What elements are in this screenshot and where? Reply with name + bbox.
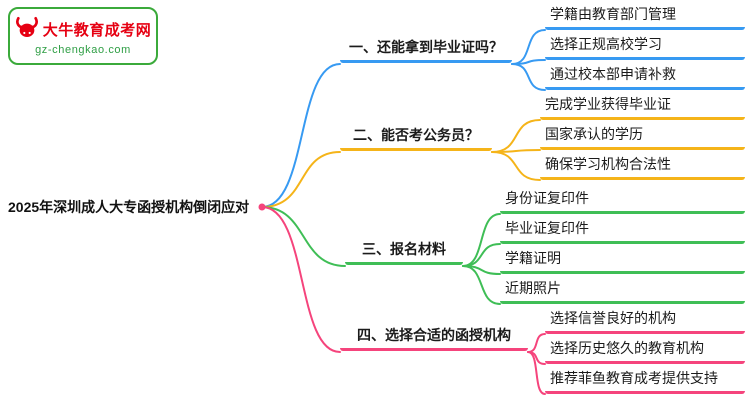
- child-node: 身份证复印件: [500, 189, 745, 214]
- logo-url: gz-chengkao.com: [35, 44, 131, 56]
- logo-bull-icon: [15, 16, 39, 43]
- child-node: 学籍由教育部门管理: [545, 5, 745, 30]
- child-node: 选择正规高校学习: [545, 35, 745, 60]
- child-node: 完成学业获得毕业证: [540, 95, 745, 120]
- child-node: 选择历史悠久的教育机构: [545, 339, 745, 364]
- branch-node-3: 三、报名材料: [345, 240, 463, 265]
- child-node: 毕业证复印件: [500, 219, 745, 244]
- root-anchor-dot: [258, 203, 266, 211]
- logo-title: 大牛教育成考网: [42, 22, 152, 39]
- child-node: 通过校本部申请补救: [545, 65, 745, 90]
- child-node: 学籍证明: [500, 249, 745, 274]
- branch-node-2: 二、能否考公务员？: [340, 126, 492, 151]
- child-node: 确保学习机构合法性: [540, 155, 745, 180]
- root-node: 2025年深圳成人大专函授机构倒闭应对: [8, 199, 250, 215]
- child-node: 选择信誉良好的机构: [545, 309, 745, 334]
- child-node: 近期照片: [500, 279, 745, 304]
- branch-node-4: 四、选择合适的函授机构: [340, 326, 528, 351]
- child-node: 推荐菲鱼教育成考提供支持: [545, 369, 745, 394]
- child-node: 国家承认的学历: [540, 125, 745, 150]
- logo[interactable]: 大牛教育成考网 gz-chengkao.com: [8, 7, 158, 65]
- logo-row: 大牛教育成考网: [15, 16, 152, 43]
- branch-node-1: 一、还能拿到毕业证吗？: [340, 38, 512, 63]
